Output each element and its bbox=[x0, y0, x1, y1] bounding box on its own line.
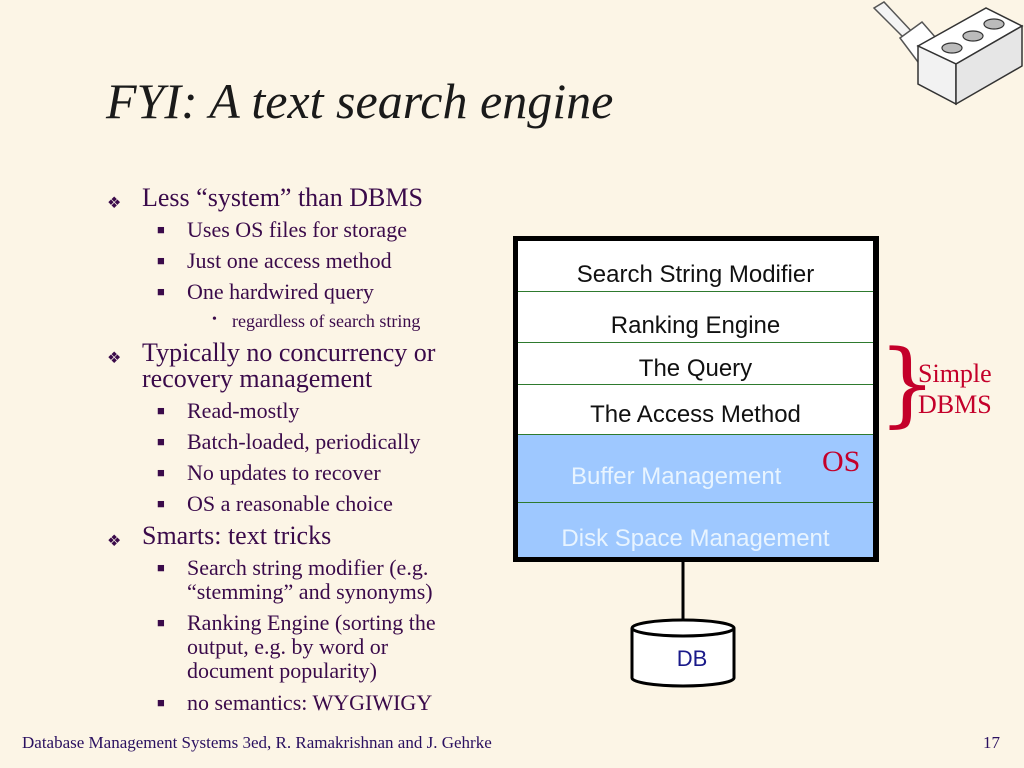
simple-dbms-label: Simple DBMS bbox=[918, 358, 992, 420]
db-cylinder-body bbox=[630, 628, 736, 688]
brick-trowel-logo bbox=[872, 1, 1024, 106]
bullet-text-level-2: Batch-loaded, periodically bbox=[187, 429, 421, 454]
db-label: DB bbox=[677, 646, 708, 671]
bullet-text-level-2: Read-mostly bbox=[187, 398, 300, 423]
slide-footer: Database Management Systems 3ed, R. Rama… bbox=[22, 733, 492, 752]
page-number: 17 bbox=[983, 733, 1000, 752]
simple-dbms-line1: Simple bbox=[918, 359, 992, 388]
bullet-text-level-2: One hardwired query bbox=[187, 279, 374, 304]
layer-divider bbox=[518, 342, 873, 343]
layer-the-query: The Query bbox=[638, 355, 753, 382]
simple-dbms-line2: DBMS bbox=[918, 390, 992, 419]
bullet-marker-icon: ■ bbox=[157, 253, 165, 268]
layer-divider bbox=[518, 502, 873, 503]
bullet-marker-icon: ■ bbox=[157, 695, 165, 710]
layer-access-method: The Access Method bbox=[590, 401, 801, 428]
layer-divider bbox=[518, 434, 873, 435]
db-cylinder-diagram: DB bbox=[630, 562, 736, 688]
layer-disk-space-management: Disk Space Management bbox=[518, 503, 873, 557]
bullet-marker-icon: ■ bbox=[157, 496, 165, 511]
bullet-marker-icon: ■ bbox=[157, 434, 165, 449]
db-cylinder-top bbox=[630, 618, 736, 638]
bullet-text-level-1: Less “system” than DBMS bbox=[142, 183, 423, 212]
bullet-text-level-1: Smarts: text tricks bbox=[142, 521, 332, 550]
bullet-text-level-3: regardless of search string bbox=[232, 311, 421, 331]
bullet-text-level-2: OS a reasonable choice bbox=[187, 491, 393, 516]
bullet-text-level-1: recovery management bbox=[142, 364, 373, 393]
bullet-marker-icon: ■ bbox=[157, 284, 165, 299]
bullet-text-level-1: Typically no concurrency or bbox=[142, 338, 436, 367]
bullet-text-level-2: “stemming” and synonyms) bbox=[187, 579, 433, 604]
bullet-text-level-2: Uses OS files for storage bbox=[187, 217, 407, 242]
bullet-marker-icon: ■ bbox=[157, 222, 165, 237]
bullet-marker-icon: ❖ bbox=[107, 533, 122, 550]
dbms-layer-stack: Search String Modifier Ranking Engine Th… bbox=[513, 236, 879, 562]
os-label: OS bbox=[822, 445, 861, 478]
bullet-text-level-2: Just one access method bbox=[187, 248, 392, 273]
slide-title: FYI: A text search engine bbox=[106, 73, 614, 129]
layer-divider bbox=[518, 384, 873, 385]
bullet-marker-icon: • bbox=[212, 312, 217, 327]
bullet-text-level-2: output, e.g. by word or bbox=[187, 634, 389, 659]
bullet-text-level-2: document popularity) bbox=[187, 658, 378, 683]
bullet-marker-icon: ■ bbox=[157, 615, 165, 630]
layer-divider bbox=[518, 291, 873, 292]
bullet-text-level-2: no semantics: WYGIWIGY bbox=[187, 690, 433, 715]
bullet-marker-icon: ■ bbox=[157, 560, 165, 575]
bullet-text-level-2: Search string modifier (e.g. bbox=[187, 555, 429, 580]
bullet-marker-icon: ■ bbox=[157, 403, 165, 418]
layer-search-string-modifier: Search String Modifier bbox=[576, 261, 815, 288]
curly-brace-icon: } bbox=[878, 330, 937, 437]
bullet-text-level-2: No updates to recover bbox=[187, 460, 381, 485]
layer-buffer-management: Buffer Management bbox=[518, 435, 873, 502]
layer-ranking-engine: Ranking Engine bbox=[610, 312, 781, 339]
bullet-text-level-2: Ranking Engine (sorting the bbox=[187, 610, 436, 635]
bullet-marker-icon: ❖ bbox=[107, 350, 122, 367]
bullet-marker-icon: ■ bbox=[157, 465, 165, 480]
bullet-marker-icon: ❖ bbox=[107, 195, 122, 212]
